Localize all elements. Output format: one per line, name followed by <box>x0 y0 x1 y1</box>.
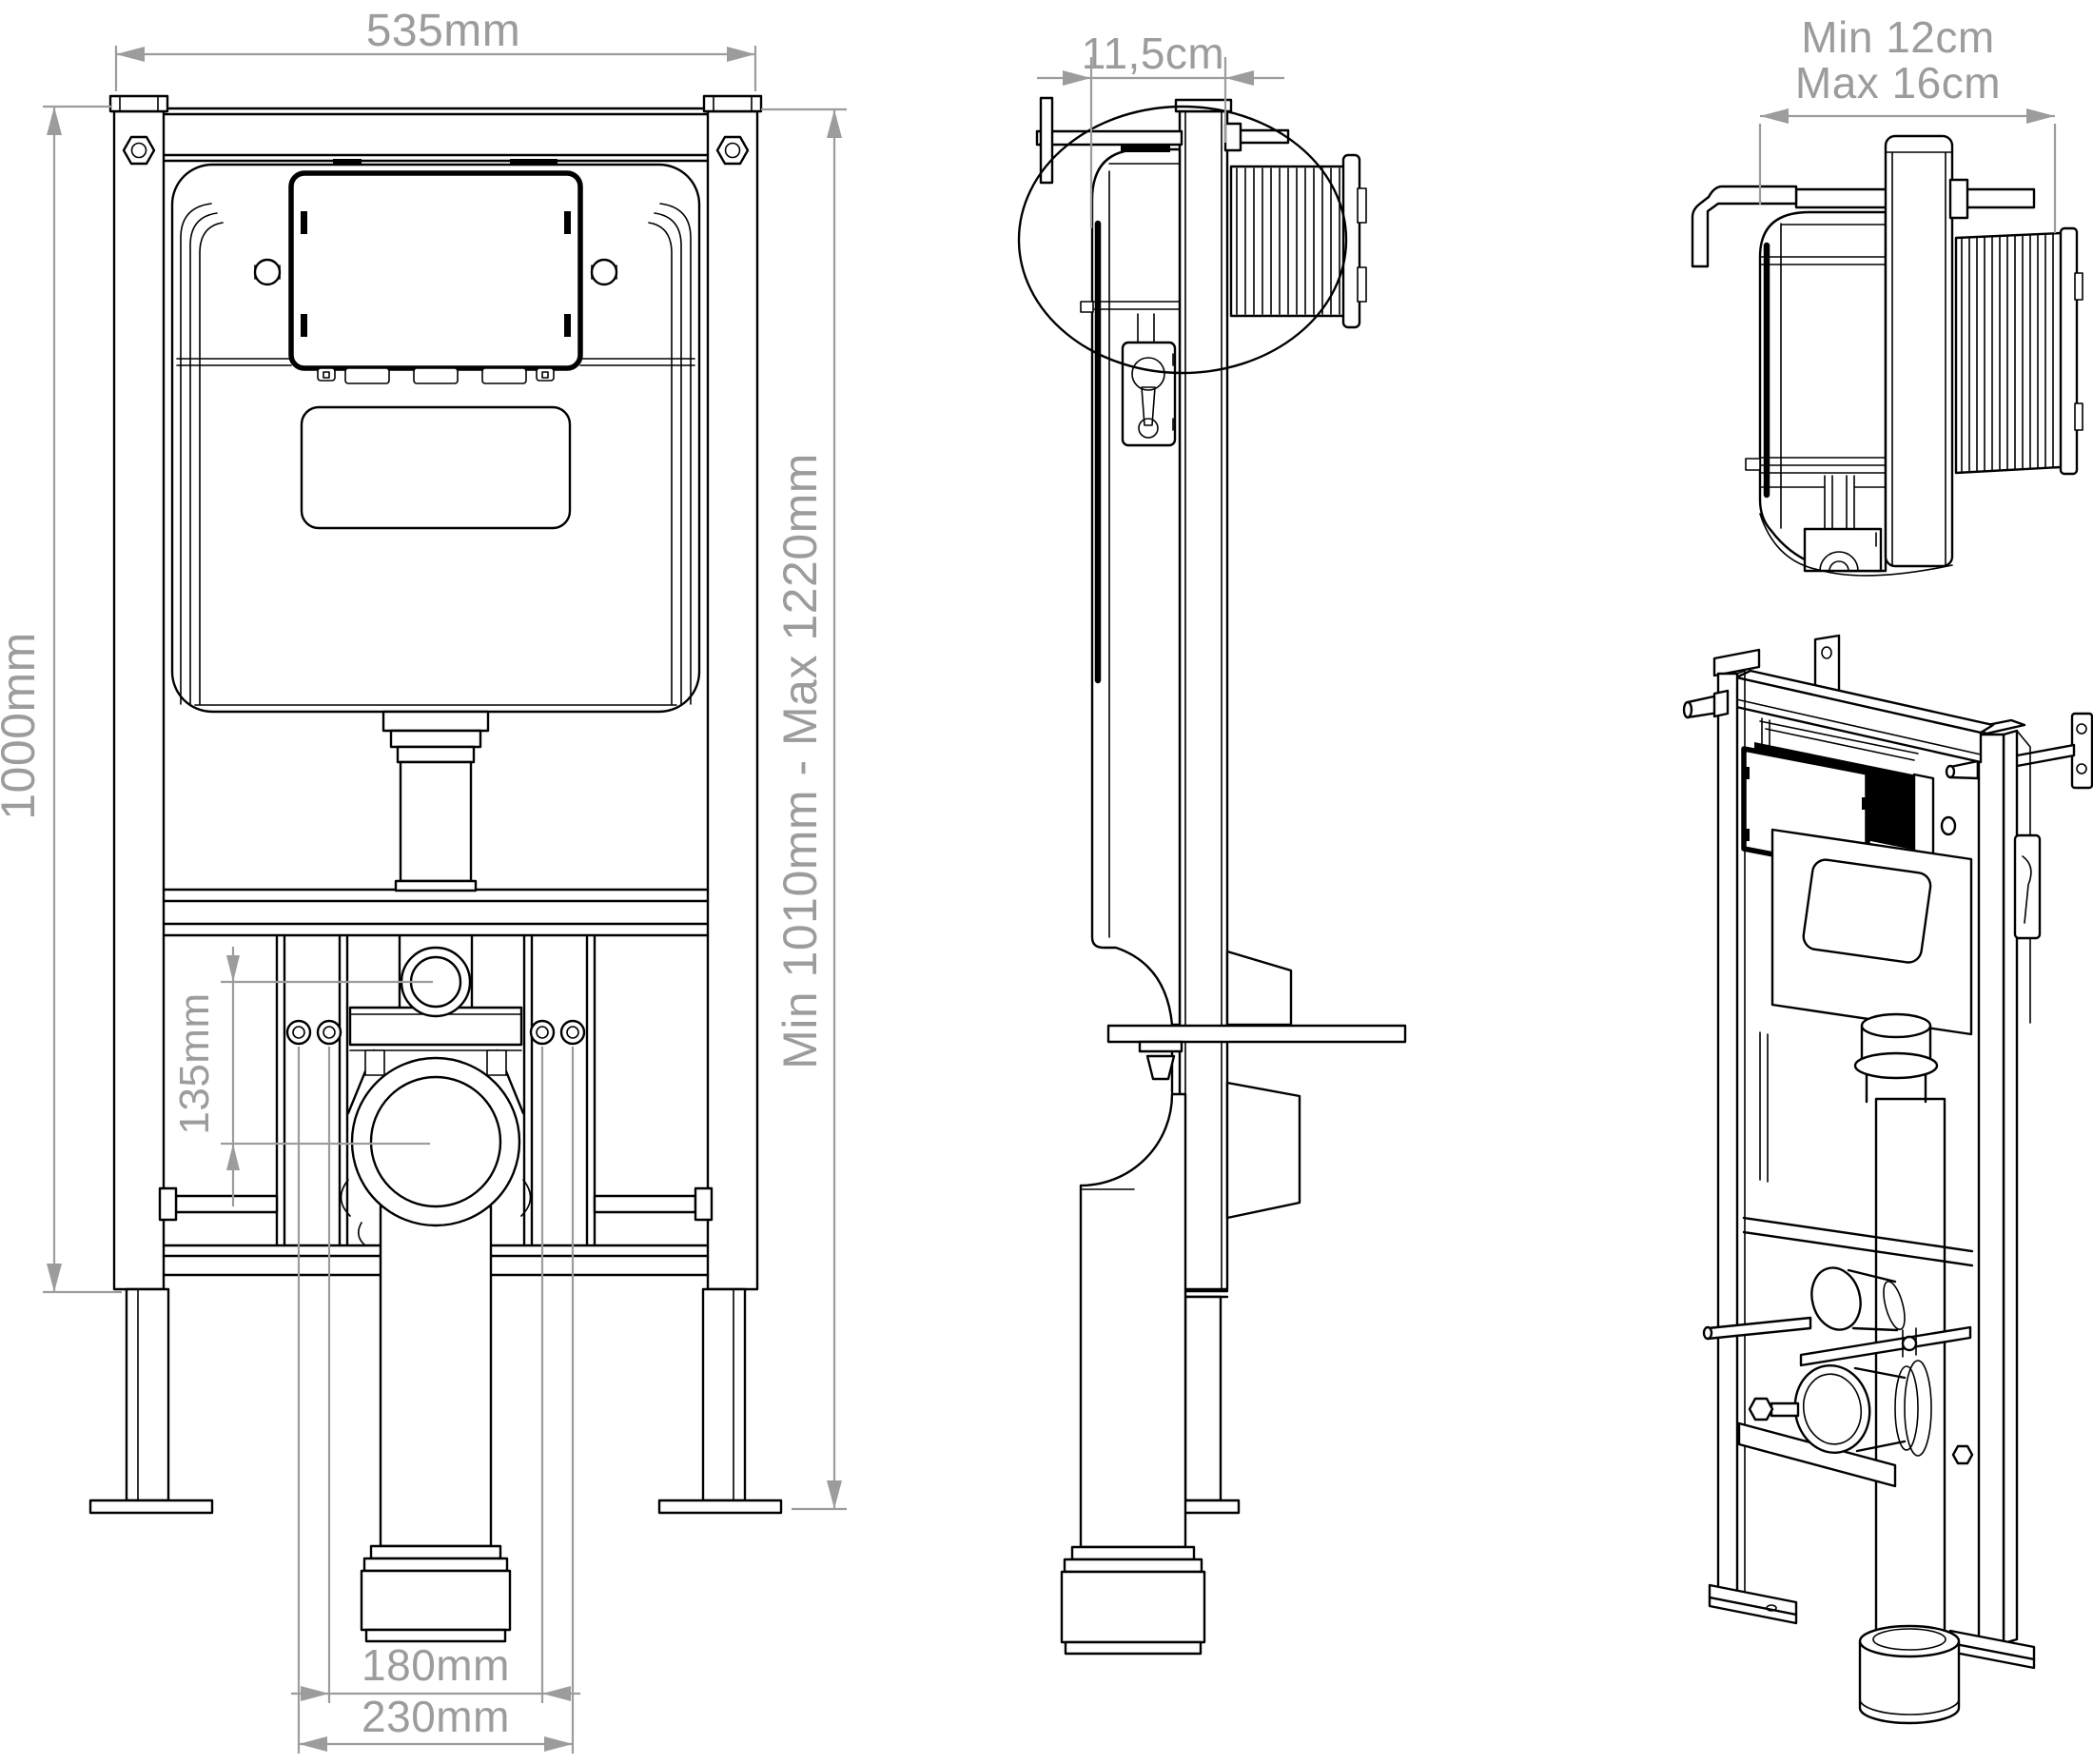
panel-tabs <box>317 367 555 384</box>
persp-cistern-front <box>1770 828 1973 1036</box>
side-cistern <box>1080 144 1182 1027</box>
persp-inlet-cylinder <box>1810 1266 1906 1332</box>
dimension-front-offset: 135mm <box>171 947 433 1206</box>
detail-cut-edge <box>1759 513 1953 577</box>
hex-nut-right <box>715 135 750 166</box>
side-plumbing <box>1060 950 1407 1656</box>
detail-view: Min 12cm Max 16cm <box>1691 12 2083 577</box>
cistern-screw-left <box>253 258 282 286</box>
side-wall-rod <box>1223 122 1290 152</box>
detail-ribbed-housing <box>1954 226 2083 476</box>
waste-outlet-connector <box>340 1056 532 1246</box>
dim-label-front-height-range: Min 1010mm - Max 1220mm <box>773 453 827 1069</box>
persp-post-left <box>1712 648 1761 1595</box>
fixing-bolt-left <box>158 1186 279 1222</box>
front-leg-left <box>125 1287 170 1502</box>
side-frame <box>1168 98 1241 1515</box>
persp-fixing-rods <box>1702 1316 1972 1367</box>
fixing-bolt-right <box>593 1186 714 1222</box>
dimension-front-drain-inner: 180mm <box>291 1047 580 1703</box>
dim-label-side-depth: 11,5cm <box>1082 29 1224 78</box>
dimension-front-width: 535mm <box>114 6 757 91</box>
persp-wall-fixing-left <box>1682 689 1730 719</box>
persp-bolts <box>1748 1397 1974 1465</box>
persp-waste-cylinder <box>1793 1360 1932 1457</box>
detail-callout-circle <box>1017 105 1348 375</box>
front-foot-right <box>657 1499 783 1515</box>
side-ribbed-housing <box>1229 153 1367 329</box>
dim-label-detail-min: Min 12cm <box>1801 12 1994 62</box>
dim-label-front-drain-inner: 180mm <box>362 1640 510 1690</box>
detail-post <box>1884 134 1969 568</box>
front-drain-connector <box>360 1544 512 1643</box>
persp-inner-rail <box>1759 717 1770 1183</box>
dimension-detail-depth: Min 12cm Max 16cm <box>1758 12 2057 233</box>
front-view: 535mm 1000mm Min 1010mm - Max 1220mm 135… <box>0 6 847 1754</box>
front-cistern <box>170 159 701 714</box>
front-foot-left <box>88 1499 214 1515</box>
persp-foot-left <box>1708 1583 1798 1625</box>
dimension-front-height: 1000mm <box>0 105 122 1294</box>
dimension-front-height-range: Min 1010mm - Max 1220mm <box>761 108 847 1511</box>
perspective-view <box>1682 634 2093 1725</box>
side-wall-bracket <box>1035 96 1183 185</box>
dim-label-front-width: 535mm <box>366 6 521 56</box>
dim-label-front-height: 1000mm <box>0 632 45 820</box>
side-drain-connector <box>1060 1545 1206 1656</box>
dim-label-detail-max: Max 16cm <box>1795 58 2001 108</box>
detail-cistern <box>1745 210 1888 573</box>
dimension-side-depth: 11,5cm <box>1037 29 1284 228</box>
flush-plate-access-panel <box>288 170 583 371</box>
front-plumbing <box>285 710 586 1643</box>
persp-keyhole-bracket <box>2013 833 2042 940</box>
dim-label-front-offset: 135mm <box>171 992 218 1134</box>
detail-wall-bracket <box>1691 185 1798 268</box>
hex-nut-left <box>122 135 156 166</box>
side-keyhole-bracket <box>1121 341 1177 447</box>
side-view: 11,5cm <box>1017 29 1407 1656</box>
persp-mid-rail <box>1742 1216 1974 1267</box>
front-frame <box>88 94 783 1515</box>
cistern-screw-right <box>590 258 618 286</box>
persp-post-right <box>1971 718 2026 1645</box>
persp-flush-pipe <box>1853 1012 1946 1638</box>
dimension-front-drain-outer: 230mm <box>297 1047 575 1754</box>
persp-tank-lid <box>1759 720 1919 761</box>
inspection-window <box>300 405 572 530</box>
front-leg-right <box>701 1287 747 1502</box>
persp-drain-connector <box>1858 1624 1961 1725</box>
wc-fixing-holes <box>285 1019 586 1046</box>
dim-label-front-drain-outer: 230mm <box>362 1692 510 1741</box>
